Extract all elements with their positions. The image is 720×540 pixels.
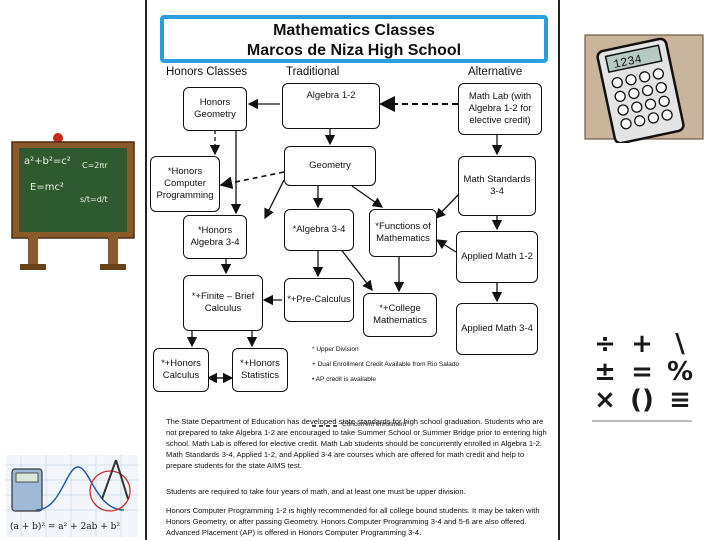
symbol-percent: % <box>667 357 693 387</box>
chalk-line-3: C=2πr <box>82 161 108 170</box>
math-symbols-icon: ÷ + \ ± = % × () ≡ <box>592 329 693 422</box>
box-honors-algebra-3-4: *Honors Algebra 3-4 <box>183 215 247 259</box>
symbol-equals: = <box>631 357 653 387</box>
symbol-plus-minus: ± <box>594 357 616 387</box>
legend-upper-division: * Upper Division <box>312 346 359 353</box>
symbol-plus: + <box>631 329 653 359</box>
box-honors-geometry: Honors Geometry <box>183 87 247 131</box>
box-math-lab: Math Lab (with Algebra 1-2 for elective … <box>458 83 542 135</box>
paragraph-requirement: Students are required to take four years… <box>166 487 466 496</box>
box-algebra-1-2: Algebra 1-2 <box>282 83 380 129</box>
box-applied-math-1-2: Applied Math 1-2 <box>456 231 538 283</box>
page-title: Mathematics Classes <box>273 22 435 39</box>
symbol-times: × <box>594 385 616 415</box>
column-honors: Honors Classes <box>166 66 248 78</box>
equation-text: (a + b)² = a² + 2ab + b² <box>10 521 120 532</box>
box-college-mathematics: *+College Mathematics <box>363 293 437 337</box>
chalk-line-2: E=mc² <box>30 182 64 193</box>
box-algebra-3-4: *Algebra 3-4 <box>284 209 354 251</box>
box-geometry: Geometry <box>284 146 376 186</box>
symbol-identical: ≡ <box>669 385 691 415</box>
legend-concurrent: Concurrent enrollment <box>342 421 407 428</box>
box-honors-calculus: *+Honors Calculus <box>153 348 209 392</box>
legend-dual-enrollment: + Dual Enrollment Credit Available from … <box>312 361 460 368</box>
calculator-icon: 1234 <box>584 34 704 143</box>
school-name: Marcos de Niza High School <box>246 42 462 59</box>
legend-ap-credit: • AP credit is available <box>312 376 376 383</box>
column-traditional: Traditional <box>286 66 340 78</box>
paragraph-standards: The State Department of Education has de… <box>166 417 547 470</box>
paragraph-computer-programming: Honors Computer Programming 1-2 is highl… <box>166 506 540 537</box>
symbol-divide: ÷ <box>594 329 616 359</box>
calculator-display: 1234 <box>612 52 643 72</box>
chalk-line-1: a²+b²=c² <box>24 156 71 167</box>
chalk-line-4: s/t=d/t <box>80 195 108 204</box>
column-alternative: Alternative <box>468 66 523 78</box>
symbol-parentheses: () <box>630 385 654 415</box>
box-honors-computer-programming: *Honors Computer Programming <box>150 156 220 212</box>
box-math-standards-3-4: Math Standards 3-4 <box>458 156 536 216</box>
box-honors-statistics: *+Honors Statistics <box>232 348 288 392</box>
chalkboard-icon: a²+b²=c² E=mc² C=2πr s/t=d/t <box>11 133 135 270</box>
box-pre-calculus: *+Pre-Calculus <box>284 278 354 322</box>
title-box: Mathematics Classes Marcos de Niza High … <box>160 15 548 63</box>
box-finite-brief-calculus: *+Finite – Brief Calculus <box>183 275 263 331</box>
box-applied-math-3-4: Applied Math 3-4 <box>456 303 538 355</box>
symbol-backslash: \ <box>675 329 685 359</box>
bell-curve-compass-icon: (a + b)² = a² + 2ab + b² <box>6 455 138 537</box>
box-functions-of-mathematics: *Functions of Mathematics <box>369 209 437 257</box>
